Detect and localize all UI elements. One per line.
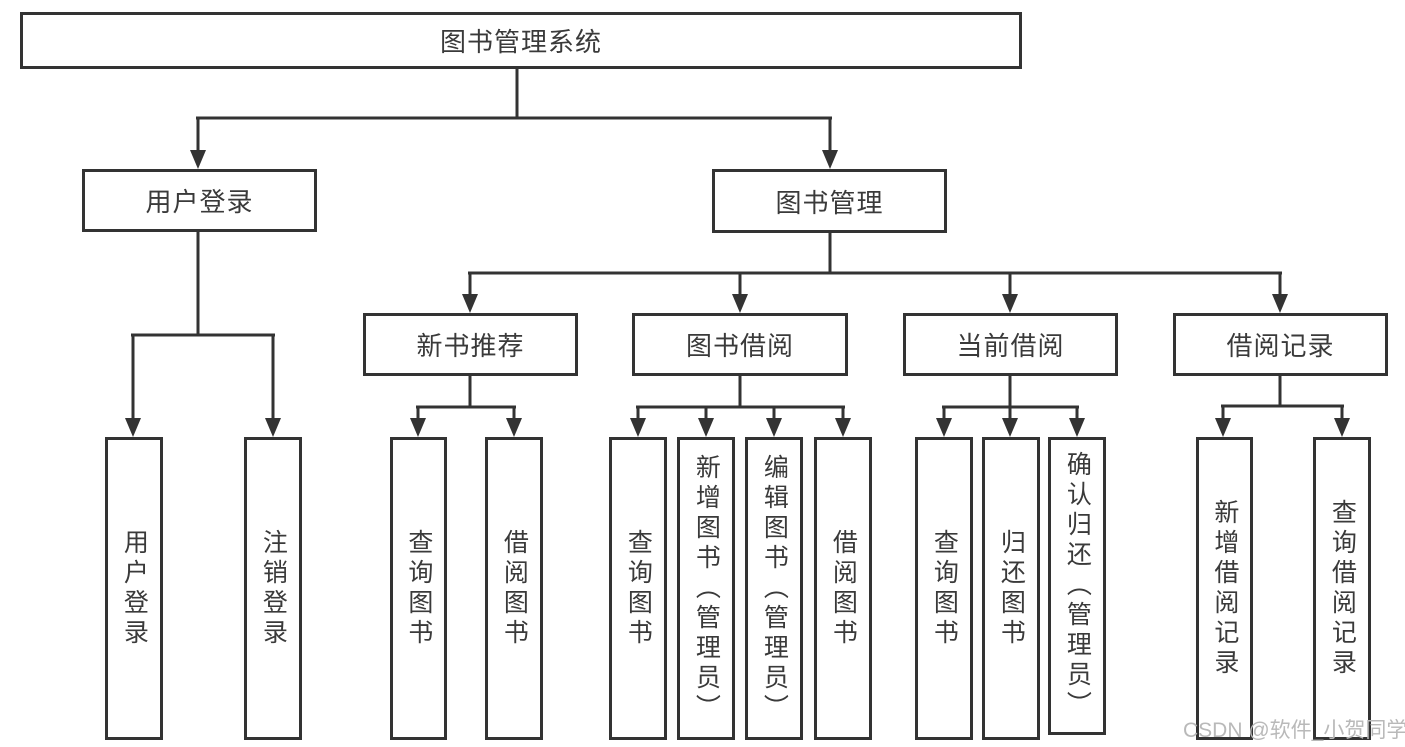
node-label: 图书管理系统 xyxy=(439,27,602,57)
node-label: 查询借阅记录 xyxy=(1328,498,1357,679)
leaf-query-books-current: 查询图书 xyxy=(915,437,973,740)
node-current-borrowing: 当前借阅 xyxy=(903,313,1118,376)
node-label: 借阅图书 xyxy=(829,528,858,649)
node-label: 新书推荐 xyxy=(416,331,525,361)
leaf-query-borrow-record: 查询借阅记录 xyxy=(1313,437,1371,740)
leaf-add-borrow-record: 新增借阅记录 xyxy=(1196,437,1253,740)
node-label: 查询图书 xyxy=(930,528,959,649)
leaf-query-books-borrowing: 查询图书 xyxy=(609,437,667,740)
node-label: 用户登录 xyxy=(145,187,254,217)
node-book-management: 图书管理 xyxy=(712,169,947,233)
node-label: 当前借阅 xyxy=(956,331,1065,361)
node-new-book-recommend: 新书推荐 xyxy=(363,313,578,376)
leaf-user-login: 用户登录 xyxy=(105,437,163,740)
node-label: 借阅图书 xyxy=(500,528,529,649)
node-label: 确认归还（管理员） xyxy=(1063,451,1092,721)
node-label: 查询图书 xyxy=(624,528,653,649)
node-label: 借阅记录 xyxy=(1226,331,1335,361)
leaf-borrow-books-borrowing: 借阅图书 xyxy=(814,437,872,740)
node-borrowing-records: 借阅记录 xyxy=(1173,313,1388,376)
node-label: 用户登录 xyxy=(120,528,149,649)
node-label: 查询图书 xyxy=(404,528,433,649)
node-label: 注销登录 xyxy=(259,528,288,649)
leaf-logout: 注销登录 xyxy=(244,437,302,740)
node-label: 图书借阅 xyxy=(685,331,794,361)
node-label: 编辑图书（管理员） xyxy=(760,453,789,724)
node-user-login: 用户登录 xyxy=(82,169,317,232)
leaf-borrow-books-recommend: 借阅图书 xyxy=(485,437,543,740)
node-label: 新增借阅记录 xyxy=(1210,498,1239,679)
node-label: 新增图书（管理员） xyxy=(692,453,721,724)
leaf-return-books: 归还图书 xyxy=(982,437,1040,740)
csdn-watermark: CSDN @软件_小贺同学 xyxy=(1183,719,1405,742)
node-label: 归还图书 xyxy=(997,528,1026,649)
leaf-confirm-return-admin: 确认归还（管理员） xyxy=(1048,437,1106,735)
node-book-borrowing: 图书借阅 xyxy=(632,313,848,376)
leaf-add-books-admin: 新增图书（管理员） xyxy=(677,437,735,740)
leaf-query-books-recommend: 查询图书 xyxy=(390,437,447,740)
leaf-edit-books-admin: 编辑图书（管理员） xyxy=(745,437,803,740)
node-library-management-system: 图书管理系统 xyxy=(20,12,1022,69)
node-label: 图书管理 xyxy=(775,187,884,218)
